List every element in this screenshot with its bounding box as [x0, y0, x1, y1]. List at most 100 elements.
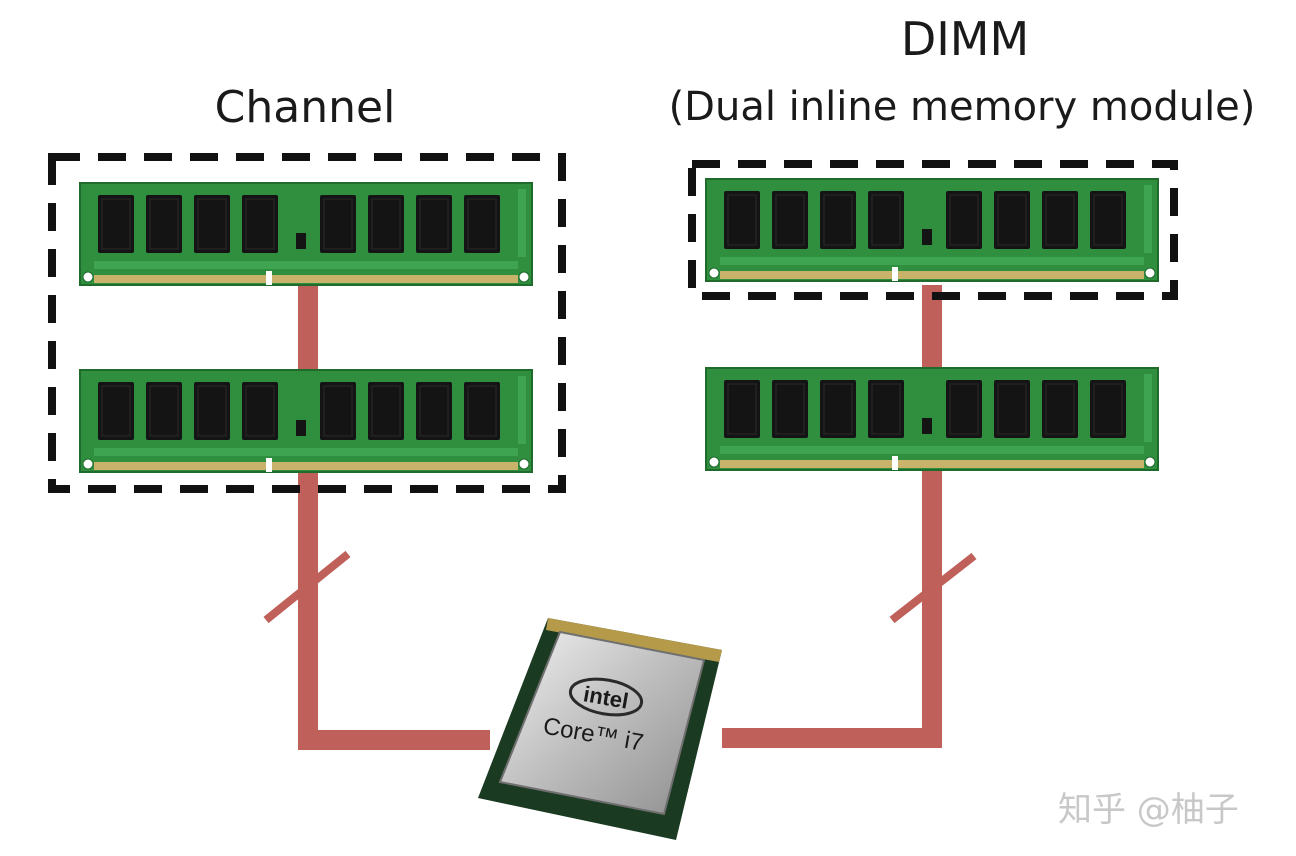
memory-chip — [320, 382, 356, 440]
module-trace-strip — [720, 446, 1144, 454]
module-hole — [518, 271, 530, 283]
watermark: 知乎 @柚子 — [1058, 790, 1239, 830]
memory-chip — [194, 382, 230, 440]
memory-chip-inner — [823, 383, 853, 435]
memory-chip-inner — [197, 198, 227, 250]
memory-chip-inner — [727, 383, 757, 435]
module-small-component — [296, 420, 306, 436]
memory-chip — [464, 382, 500, 440]
memory-chip-inner — [323, 198, 353, 250]
module-trace-strip — [94, 448, 518, 456]
memory-chip — [1042, 380, 1078, 438]
module-hole — [82, 271, 94, 283]
memory-chip — [242, 382, 278, 440]
module-small-component — [296, 233, 306, 249]
memory-chip-inner — [1093, 383, 1123, 435]
memory-chip-inner — [823, 194, 853, 246]
left-bus-line — [298, 285, 490, 750]
memory-chip-inner — [1093, 194, 1123, 246]
memory-chip-inner — [1045, 383, 1075, 435]
memory-chip-inner — [1045, 194, 1075, 246]
memory-chip-inner — [467, 198, 497, 250]
memory-chip-inner — [949, 194, 979, 246]
module-notch — [266, 458, 272, 472]
module-edge-detail — [1144, 185, 1152, 253]
intel-logo-ring — [568, 677, 644, 717]
memory-chip — [416, 382, 452, 440]
memory-chip-inner — [371, 385, 401, 437]
memory-chip — [242, 195, 278, 253]
module-notch — [266, 271, 272, 285]
module-gold-contacts — [94, 462, 518, 470]
memory-module-left-bottom — [79, 369, 533, 473]
memory-chip — [464, 195, 500, 253]
memory-module-left-top — [79, 182, 533, 286]
memory-chip-inner — [871, 194, 901, 246]
right-bus-line — [722, 285, 942, 748]
left-bus-slash — [263, 550, 351, 624]
memory-chip — [724, 191, 760, 249]
right-bus-slash — [889, 552, 977, 624]
memory-chip-inner — [949, 383, 979, 435]
memory-chip — [946, 191, 982, 249]
module-hole — [1144, 456, 1156, 468]
memory-chip — [868, 380, 904, 438]
memory-chip-inner — [997, 383, 1027, 435]
module-edge-detail — [518, 189, 526, 257]
dimm-subtitle: (Dual inline memory module) — [668, 84, 1256, 130]
memory-chip — [820, 380, 856, 438]
channel-dashed-box — [48, 153, 566, 493]
module-hole — [82, 458, 94, 470]
cpu-heat-spreader — [498, 630, 706, 816]
module-trace-strip — [720, 257, 1144, 265]
memory-chip-inner — [101, 385, 131, 437]
memory-chip-inner — [101, 198, 131, 250]
memory-chip-inner — [419, 385, 449, 437]
memory-chip — [1090, 191, 1126, 249]
module-small-component — [922, 229, 932, 245]
memory-chip — [368, 382, 404, 440]
memory-chip — [320, 195, 356, 253]
memory-chip-inner — [727, 194, 757, 246]
memory-chip-inner — [871, 383, 901, 435]
module-small-component — [922, 418, 932, 434]
dimm-title: DIMM — [900, 12, 1030, 66]
memory-chip-inner — [419, 198, 449, 250]
module-notch — [892, 267, 898, 281]
memory-chip-inner — [245, 385, 275, 437]
module-notch — [892, 456, 898, 470]
memory-chip — [772, 191, 808, 249]
memory-chip — [1090, 380, 1126, 438]
module-gold-contacts — [720, 271, 1144, 279]
memory-chip — [994, 191, 1030, 249]
module-gold-contacts — [720, 460, 1144, 468]
memory-chip — [98, 195, 134, 253]
memory-chip-inner — [775, 383, 805, 435]
memory-chip-inner — [245, 198, 275, 250]
dimm-dashed-box — [688, 160, 1178, 300]
module-trace-strip — [94, 261, 518, 269]
module-hole — [708, 267, 720, 279]
memory-chip — [368, 195, 404, 253]
memory-chip — [1042, 191, 1078, 249]
memory-chip-inner — [775, 194, 805, 246]
memory-module-right-top — [705, 178, 1159, 282]
module-hole — [708, 456, 720, 468]
memory-chip-inner — [197, 385, 227, 437]
memory-chip — [994, 380, 1030, 438]
memory-chip — [820, 191, 856, 249]
memory-chip — [194, 195, 230, 253]
cpu-chip: intel Core™ i7 — [478, 618, 722, 840]
memory-chip-inner — [371, 198, 401, 250]
module-edge-detail — [518, 376, 526, 444]
memory-module-right-bottom — [705, 367, 1159, 471]
memory-chip-inner — [149, 198, 179, 250]
memory-chip — [416, 195, 452, 253]
module-edge-detail — [1144, 374, 1152, 442]
memory-chip — [772, 380, 808, 438]
memory-chip-inner — [149, 385, 179, 437]
memory-chip-inner — [323, 385, 353, 437]
memory-chip-inner — [467, 385, 497, 437]
memory-chip — [98, 382, 134, 440]
